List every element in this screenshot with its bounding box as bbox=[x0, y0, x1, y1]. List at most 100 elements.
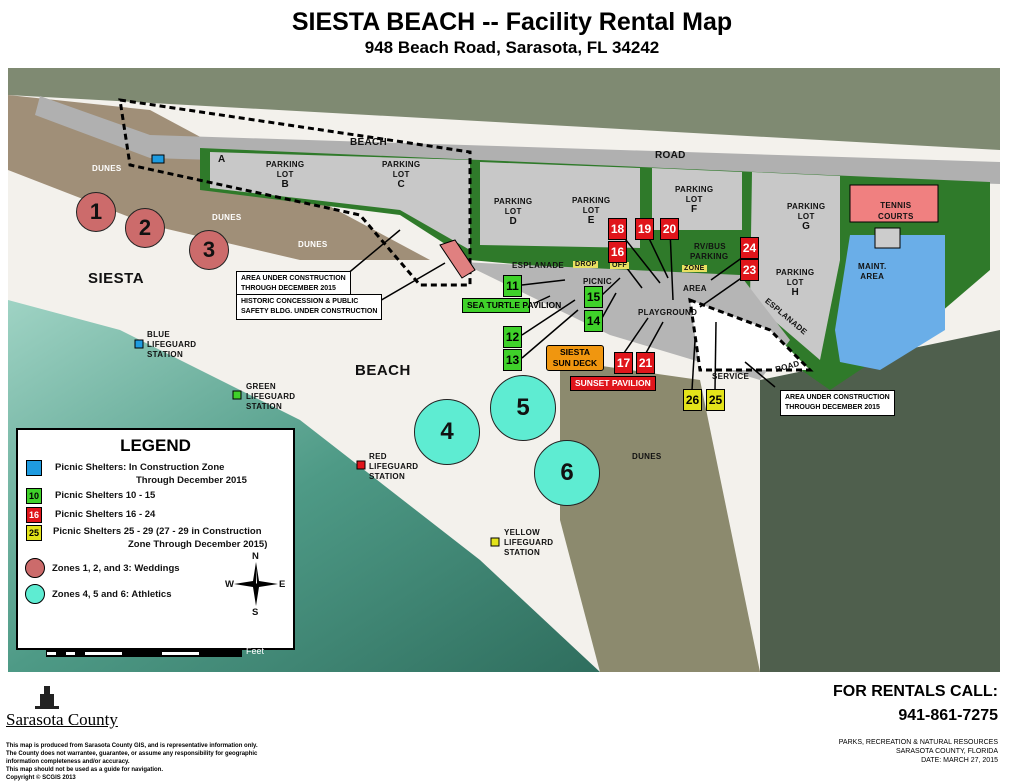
historic-building-callout: HISTORIC CONCESSION & PUBLIC SAFETY BLDG.… bbox=[236, 294, 383, 320]
disclaimer: This map is produced from Sarasota Count… bbox=[6, 742, 258, 782]
maint-area-text: AREA bbox=[860, 272, 885, 281]
lot-line2: LOT bbox=[797, 212, 815, 221]
siesta-sun-deck[interactable]: SIESTA SUN DECK bbox=[546, 345, 604, 371]
zone-label: ZONE bbox=[682, 265, 707, 272]
lot-letter: B bbox=[281, 179, 289, 190]
lot-line2: LOT bbox=[276, 170, 294, 179]
callout-line: HISTORIC CONCESSION & PUBLIC bbox=[241, 298, 359, 305]
dunes-label: DUNES bbox=[92, 164, 122, 173]
maintenance-building bbox=[874, 227, 901, 249]
tennis-text: TENNIS bbox=[880, 201, 912, 210]
scale-tick: 60 bbox=[60, 630, 71, 640]
legend-swatch-yellow: 25 bbox=[26, 525, 42, 541]
parking-lot-f bbox=[652, 168, 742, 230]
legend-item-construction: Picnic Shelters: In Construction Zone bbox=[55, 462, 225, 473]
lot-line1: PARKING bbox=[787, 202, 826, 211]
callout-line: THROUGH DECEMBER 2015 bbox=[241, 285, 336, 292]
historic-concession-building bbox=[439, 239, 476, 279]
disclaimer-line: This map should not be used as a guide f… bbox=[6, 767, 164, 773]
red-lifeguard-station bbox=[356, 460, 366, 470]
zone-2-weddings[interactable]: 2 bbox=[125, 208, 165, 248]
picnic-shelter-18[interactable]: 18 bbox=[608, 218, 627, 240]
map-title: SIESTA BEACH -- Facility Rental Map bbox=[291, 8, 733, 36]
zone-1-weddings[interactable]: 1 bbox=[76, 192, 116, 232]
picnic-shelter-20[interactable]: 20 bbox=[660, 218, 679, 240]
zone-5-athletics[interactable]: 5 bbox=[490, 375, 556, 441]
picnic-shelter-17[interactable]: 17 bbox=[614, 352, 633, 374]
lot-letter: E bbox=[587, 215, 595, 226]
lot-a-label: A bbox=[218, 154, 226, 165]
rvbus-label: RV/BUS bbox=[694, 242, 726, 251]
legend-swatch-construction bbox=[26, 460, 42, 476]
beach-label: BEACH bbox=[355, 362, 411, 379]
siesta-label: SIESTA bbox=[88, 270, 145, 287]
scale-tick: 240 bbox=[114, 630, 130, 640]
off-label: OFF bbox=[610, 262, 629, 269]
picnic-shelter-25[interactable]: 25 bbox=[706, 389, 725, 411]
picnic-shelter-11[interactable]: 11 bbox=[503, 275, 522, 297]
lg-line: LIFEGUARD bbox=[369, 462, 419, 471]
picnic-shelter-12[interactable]: 12 bbox=[503, 326, 522, 348]
picnic-shelter-24[interactable]: 24 bbox=[740, 237, 759, 259]
picnic-shelter-19[interactable]: 19 bbox=[635, 218, 654, 240]
compass-w: W bbox=[225, 579, 234, 590]
zone-6-athletics[interactable]: 6 bbox=[534, 440, 600, 506]
lg-line: BLUE bbox=[147, 330, 170, 339]
parking-lots-bc bbox=[210, 152, 470, 250]
picnic-shelter-14[interactable]: 14 bbox=[584, 310, 603, 332]
rentals-label: FOR RENTALS CALL: bbox=[832, 683, 998, 700]
legend-item-yellow: Picnic Shelters 25 - 29 (27 - 29 in Cons… bbox=[53, 526, 262, 537]
lot-line1: PARKING bbox=[572, 196, 611, 205]
lot-line1: PARKING bbox=[776, 268, 815, 277]
lot-letter: H bbox=[791, 287, 799, 298]
county-logo-text: Sarasota County bbox=[6, 710, 118, 729]
legend-swatch-green: 10 bbox=[26, 488, 42, 504]
picnic-shelter-15[interactable]: 15 bbox=[584, 286, 603, 308]
picnic-shelter-23[interactable]: 23 bbox=[740, 259, 759, 281]
beach-road bbox=[35, 96, 1000, 184]
sunset-pavilion[interactable]: SUNSET PAVILION bbox=[570, 376, 656, 391]
zone-3-weddings[interactable]: 3 bbox=[189, 230, 229, 270]
map-address: 948 Beach Road, Sarasota, FL 34242 bbox=[364, 38, 660, 57]
legend-item-yellow-2: Zone Through December 2015) bbox=[128, 539, 268, 550]
picnic-shelter-26[interactable]: 26 bbox=[683, 389, 702, 411]
scale-tick: 600 bbox=[230, 630, 246, 640]
lot-letter: D bbox=[509, 216, 517, 227]
picnic-shelter-21[interactable]: 21 bbox=[636, 352, 655, 374]
callout-line: AREA UNDER CONSTRUCTION bbox=[241, 275, 346, 282]
callout-line: THROUGH DECEMBER 2015 bbox=[785, 404, 880, 411]
picnic-shelter-16[interactable]: 16 bbox=[608, 241, 627, 263]
pond bbox=[835, 235, 945, 370]
rvbus-parking-label: PARKING bbox=[690, 252, 729, 261]
dune-vegetation bbox=[560, 360, 760, 672]
esplanade-label: ESPLANADE bbox=[512, 261, 565, 270]
lg-line: LIFEGUARD bbox=[246, 392, 296, 401]
green-lifeguard-station bbox=[232, 390, 242, 400]
leader-lines bbox=[339, 229, 776, 391]
legend-item-red: Picnic Shelters 16 - 24 bbox=[55, 509, 156, 520]
playground-label: PLAYGROUND bbox=[638, 308, 698, 317]
service-label: SERVICE bbox=[712, 372, 750, 381]
callout-line: SAFETY BLDG. UNDER CONSTRUCTION bbox=[241, 308, 378, 315]
callout-line: AREA UNDER CONSTRUCTION bbox=[785, 394, 890, 401]
disclaimer-line: This map is produced from Sarasota Count… bbox=[6, 743, 258, 749]
legend-item-construction-2: Through December 2015 bbox=[136, 475, 247, 486]
lg-line: STATION bbox=[246, 402, 283, 411]
rentals-phone[interactable]: 941-861-7275 bbox=[898, 707, 998, 724]
map-date: DATE: MARCH 27, 2015 bbox=[921, 757, 998, 764]
scale-tick: 480 bbox=[192, 630, 208, 640]
lot-line1: PARKING bbox=[266, 160, 305, 169]
upper-development bbox=[8, 68, 1000, 150]
sea-turtle-pavilion[interactable]: SEA TURTLE PAVILION bbox=[462, 298, 561, 313]
zone-4-athletics[interactable]: 4 bbox=[414, 399, 480, 465]
picnic-shelter-13[interactable]: 13 bbox=[503, 349, 522, 371]
beach-road-label: BEACH bbox=[350, 137, 388, 148]
compass-n: N bbox=[252, 551, 259, 562]
disclaimer-line: information completeness and/or accuracy… bbox=[6, 759, 130, 765]
